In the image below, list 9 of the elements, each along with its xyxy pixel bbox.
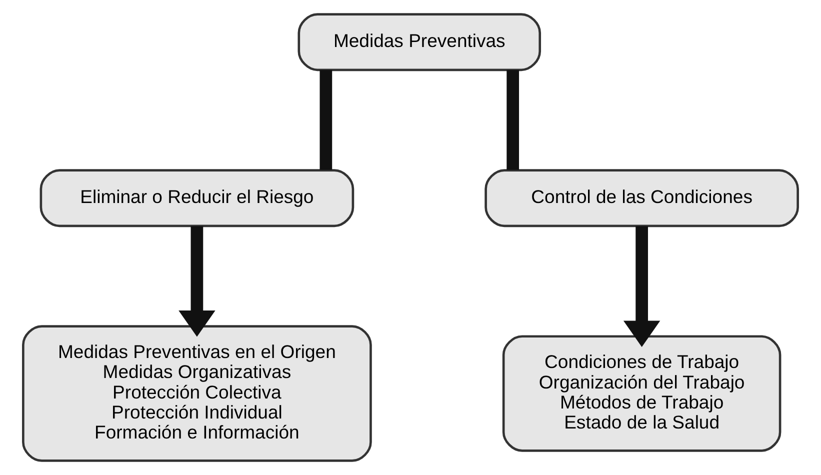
node-box: Control de las Condiciones xyxy=(484,169,799,228)
arrow xyxy=(178,226,216,337)
arrow xyxy=(623,226,660,347)
node-box: Medidas Preventivas en el Origen Medidas Organizativas Protección Colectiva Protección Individual Formación e Información xyxy=(22,325,372,462)
node-box: Medidas Preventivas xyxy=(298,13,542,72)
connector xyxy=(320,70,332,170)
node-box: Condiciones de Trabajo Organización del Trabajo Métodos de Trabajo Estado de la Salud xyxy=(502,335,782,452)
connector xyxy=(506,70,520,170)
node-box: Eliminar o Reducir el Riesgo xyxy=(40,169,354,228)
